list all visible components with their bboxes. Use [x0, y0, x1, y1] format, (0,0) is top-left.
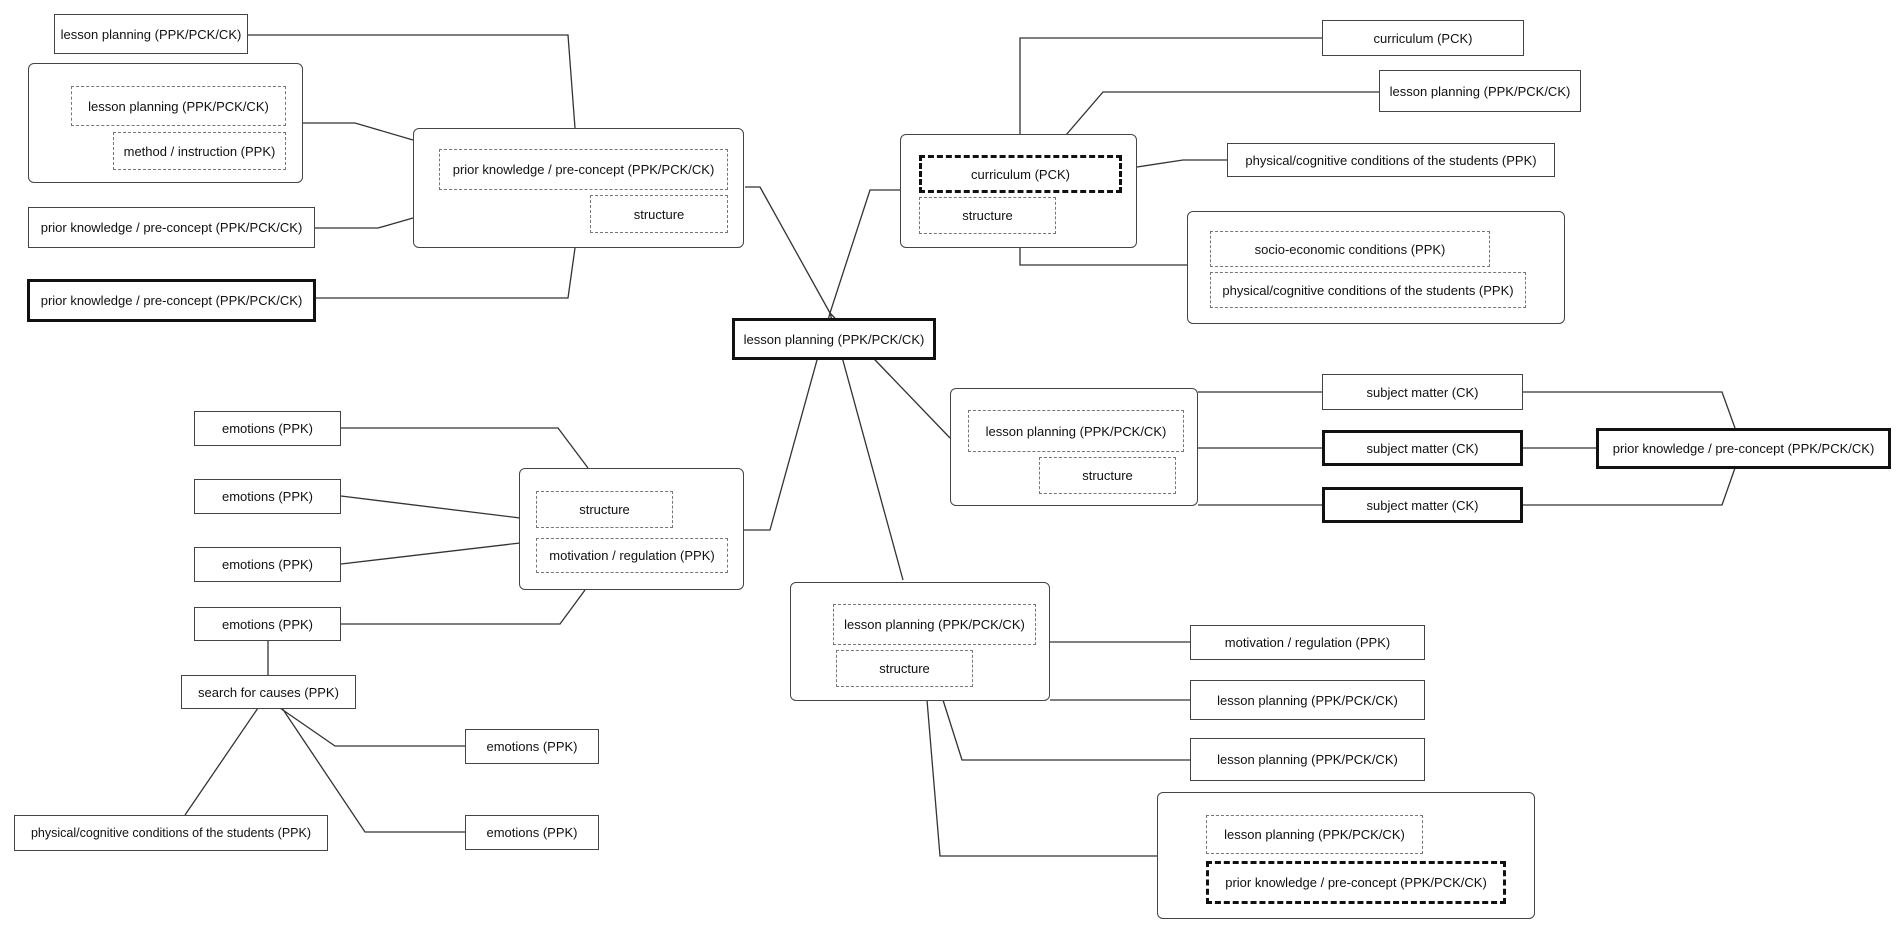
edge: [1019, 248, 1187, 266]
edge: [942, 699, 1190, 761]
node-prior-knowledge[interactable]: prior knowledge / pre-concept (PPK/PCK/C…: [28, 207, 315, 248]
node-subject-matter[interactable]: subject matter (CK): [1322, 374, 1523, 410]
edge: [184, 707, 259, 816]
node-physical-cognitive[interactable]: physical/cognitive conditions of the stu…: [1210, 272, 1526, 308]
node-method-instruction[interactable]: method / instruction (PPK): [113, 132, 286, 170]
node-group-b[interactable]: socio-economic conditions (PPK) physical…: [1187, 211, 1565, 324]
node-lesson-planning[interactable]: lesson planning (PPK/PCK/CK): [1206, 815, 1423, 854]
node-structure[interactable]: structure: [919, 197, 1056, 234]
node-socio-economic[interactable]: socio-economic conditions (PPK): [1210, 231, 1490, 267]
edge: [1523, 391, 1736, 429]
node-lesson-planning[interactable]: lesson planning (PPK/PCK/CK): [54, 14, 248, 54]
edge: [1019, 37, 1323, 135]
node-lesson-planning[interactable]: lesson planning (PPK/PCK/CK): [968, 410, 1184, 452]
node-emotions[interactable]: emotions (PPK): [194, 411, 341, 446]
node-lesson-planning[interactable]: lesson planning (PPK/PCK/CK): [71, 86, 286, 126]
edge: [745, 186, 831, 314]
node-structure[interactable]: structure: [536, 491, 673, 528]
node-prior-knowledge[interactable]: prior knowledge / pre-concept (PPK/PCK/C…: [27, 279, 316, 322]
edge: [340, 542, 521, 565]
node-structure[interactable]: structure: [836, 650, 973, 687]
node-lesson-planning[interactable]: lesson planning (PPK/PCK/CK): [1190, 738, 1425, 781]
edge: [1136, 159, 1227, 168]
node-emotions[interactable]: emotions (PPK): [194, 547, 341, 582]
edge: [926, 699, 1158, 857]
edge: [1523, 467, 1736, 506]
node-curriculum[interactable]: curriculum (PCK): [919, 155, 1122, 193]
node-lesson-planning[interactable]: lesson planning (PPK/PCK/CK): [833, 604, 1036, 645]
node-motivation-regulation[interactable]: motivation / regulation (PPK): [536, 538, 728, 573]
node-lesson-planning[interactable]: lesson planning (PPK/PCK/CK): [1190, 680, 1425, 720]
node-emotions[interactable]: emotions (PPK): [194, 479, 341, 514]
edge: [316, 247, 576, 299]
edge: [341, 427, 589, 469]
node-group-a[interactable]: lesson planning (PPK/PCK/CK) method / in…: [28, 63, 303, 183]
node-emotions[interactable]: emotions (PPK): [465, 815, 599, 850]
node-hub-lesson-planning[interactable]: lesson planning (PPK/PCK/CK) structure: [790, 582, 1050, 701]
node-prior-knowledge[interactable]: prior knowledge / pre-concept (PPK/PCK/C…: [1206, 861, 1506, 904]
node-search-for-causes[interactable]: search for causes (PPK): [181, 675, 356, 709]
node-physical-cognitive[interactable]: physical/cognitive conditions of the stu…: [14, 815, 328, 851]
node-structure[interactable]: structure: [1039, 457, 1176, 494]
edge: [1065, 91, 1380, 136]
edge: [829, 189, 900, 314]
center-node[interactable]: lesson planning (PPK/PCK/CK): [732, 318, 936, 360]
node-hub-curriculum[interactable]: curriculum (PCK) structure: [900, 134, 1137, 248]
node-hub-lesson-planning[interactable]: lesson planning (PPK/PCK/CK) structure: [950, 388, 1198, 506]
edge: [315, 217, 414, 229]
node-prior-knowledge[interactable]: prior knowledge / pre-concept (PPK/PCK/C…: [439, 149, 728, 190]
node-physical-cognitive[interactable]: physical/cognitive conditions of the stu…: [1227, 143, 1555, 177]
node-emotions[interactable]: emotions (PPK): [194, 607, 341, 641]
node-group-c[interactable]: lesson planning (PPK/PCK/CK) prior knowl…: [1157, 792, 1535, 919]
edge: [303, 122, 414, 141]
node-lesson-planning[interactable]: lesson planning (PPK/PCK/CK): [1379, 70, 1581, 112]
node-structure[interactable]: structure: [590, 195, 728, 233]
node-hub-structure[interactable]: structure motivation / regulation (PPK): [519, 468, 744, 590]
edge: [281, 707, 465, 833]
edge: [248, 34, 576, 129]
node-hub-prior-knowledge[interactable]: prior knowledge / pre-concept (PPK/PCK/C…: [413, 128, 744, 248]
node-subject-matter[interactable]: subject matter (CK): [1322, 430, 1523, 466]
node-motivation-regulation[interactable]: motivation / regulation (PPK): [1190, 625, 1425, 660]
edge: [743, 312, 831, 531]
node-subject-matter[interactable]: subject matter (CK): [1322, 487, 1523, 523]
edge: [340, 495, 521, 519]
node-emotions[interactable]: emotions (PPK): [465, 729, 599, 764]
edge: [341, 589, 586, 625]
node-curriculum[interactable]: curriculum (PCK): [1322, 20, 1524, 56]
node-prior-knowledge[interactable]: prior knowledge / pre-concept (PPK/PCK/C…: [1596, 428, 1891, 469]
edge: [279, 707, 465, 747]
